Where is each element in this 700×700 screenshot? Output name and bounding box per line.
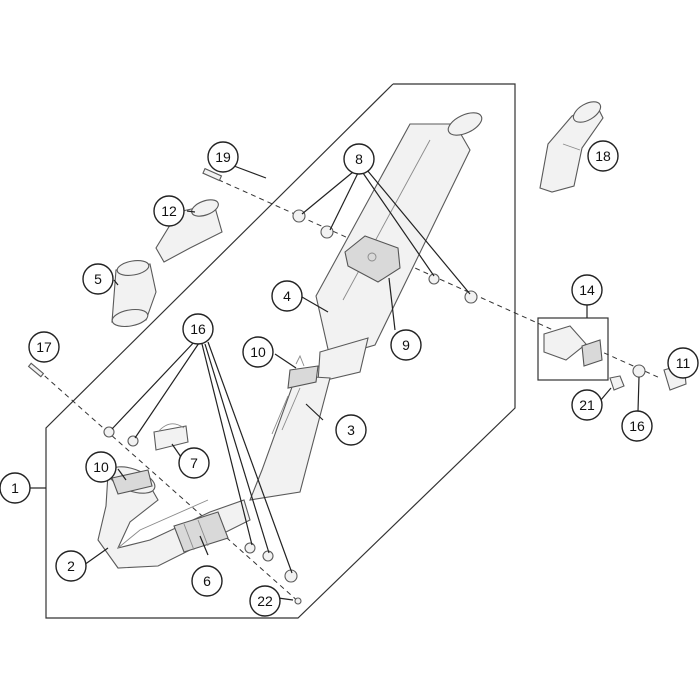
callout-14-label: 14 <box>579 282 595 298</box>
callout-6: 6 <box>191 565 223 597</box>
end-cap-part <box>539 101 604 193</box>
heat-shield-part <box>173 511 229 553</box>
callout-2-label: 2 <box>67 558 75 574</box>
callout-22-label: 22 <box>257 593 273 609</box>
callout-7: 7 <box>178 447 210 479</box>
callout-14: 14 <box>571 274 603 306</box>
callout-16-right: 16 <box>621 410 653 442</box>
callout-3-label: 3 <box>347 422 355 438</box>
upper-clamp-part <box>287 354 319 389</box>
callout-10-lower: 10 <box>85 451 117 483</box>
callout-10-lower-label: 10 <box>93 459 109 475</box>
callout-9: 9 <box>390 329 422 361</box>
sleeve-part <box>111 260 157 328</box>
callout-8-label: 8 <box>355 151 363 167</box>
callout-11-label: 11 <box>676 355 691 371</box>
silencer-bracket-part <box>344 235 401 283</box>
callout-3: 3 <box>335 414 367 446</box>
callout-11: 11 <box>667 347 699 379</box>
callout-12-label: 12 <box>161 203 177 219</box>
callout-10-upper: 10 <box>242 336 274 368</box>
callout-18-label: 18 <box>595 148 611 164</box>
callout-16-left-label: 16 <box>190 321 206 337</box>
end-piece-part <box>155 199 223 263</box>
callout-10-upper-label: 10 <box>250 344 266 360</box>
callout-17-label: 17 <box>36 339 52 355</box>
callout-12: 12 <box>153 195 185 227</box>
callout-4: 4 <box>271 280 303 312</box>
bracket-kit-part <box>543 325 603 367</box>
callout-5-label: 5 <box>94 271 102 287</box>
callout-4-label: 4 <box>283 288 291 304</box>
callout-19-label: 19 <box>215 149 231 165</box>
callout-2: 2 <box>55 550 87 582</box>
assembly-frame <box>45 83 516 619</box>
nut-part <box>609 375 625 391</box>
link-pipe-part <box>249 375 331 501</box>
bracket-kit-frame <box>537 317 609 381</box>
callout-1: 1 <box>0 472 31 504</box>
callout-7-label: 7 <box>190 455 198 471</box>
callout-19: 19 <box>207 141 239 173</box>
callout-8: 8 <box>343 143 375 175</box>
callout-1-label: 1 <box>11 480 19 496</box>
lower-flange-part <box>111 469 153 495</box>
callout-22: 22 <box>249 585 281 617</box>
callout-16-left: 16 <box>182 313 214 345</box>
silencer-part <box>315 112 483 383</box>
callout-17: 17 <box>28 331 60 363</box>
callout-6-label: 6 <box>203 573 211 589</box>
lower-fastener-axis <box>37 369 301 604</box>
callout-21: 21 <box>571 389 603 421</box>
callout-21-label: 21 <box>579 397 595 413</box>
callout-18: 18 <box>587 140 619 172</box>
clamp-part <box>153 423 189 451</box>
callout-5: 5 <box>82 263 114 295</box>
callout-9-label: 9 <box>402 337 410 353</box>
callout-16-right-label: 16 <box>629 418 645 434</box>
leader-lines <box>83 165 681 601</box>
washers-and-screws <box>27 167 646 605</box>
